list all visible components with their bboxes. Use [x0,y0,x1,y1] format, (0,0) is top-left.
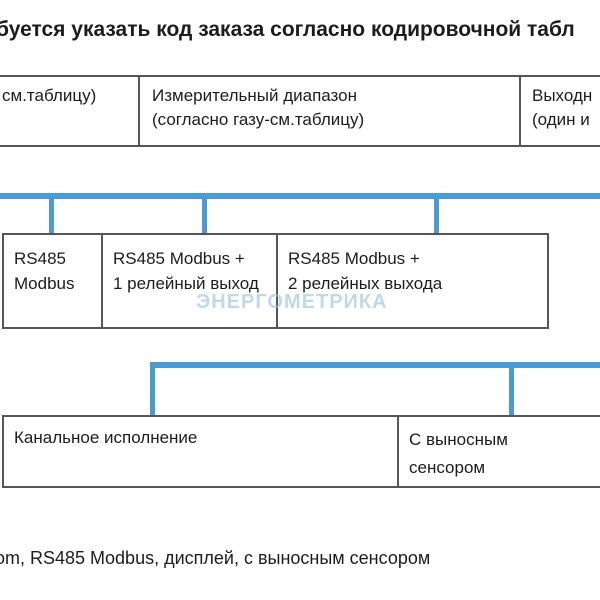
table1-cell-range: Измерительный диапазон (согласно газу-см… [152,84,364,132]
table3-divider [397,415,399,488]
table1-cell-range-line2: (согласно газу-см.таблицу) [152,110,365,129]
table2-cell-two-relays-line1: RS485 Modbus + [288,249,420,268]
table2-cell-one-relay-line1: RS485 Modbus + [113,249,245,268]
table1-cell-output: Выходн (один и [532,84,592,132]
table2-bottom-border [2,327,549,329]
table3-cell-remote-sensor-line2: сенсором [409,458,486,477]
table1-cell-gas: см.таблицу) [2,86,97,105]
table3-left-border [2,415,4,488]
watermark: ЭНЕРГОМЕТРИКА [196,291,388,313]
table3-bottom-border [2,486,600,488]
table1-cell-output-line2: (один и [532,110,590,129]
table1-divider-1 [138,75,140,147]
table1-bottom-border [0,145,600,147]
connector1-stub-1 [49,199,54,233]
table1-top-border [0,75,600,77]
table2-top-border [2,233,549,235]
page-title: буется указать код заказа согласно кодир… [0,18,575,41]
table2-divider-1 [101,233,103,329]
table2-left-border [2,233,4,329]
table2-cell-one-relay: RS485 Modbus + 1 релейный выход [113,246,259,296]
connector2-stub-left [150,362,155,415]
table2-cell-rs485: RS485 Modbus [14,246,74,296]
table2-cell-one-relay-line2: 1 релейный выход [113,274,259,293]
table3-cell-remote-sensor: С выносным сенсором [409,426,508,482]
connector2-horizontal-line [150,362,600,368]
connector1-stub-3 [434,199,439,233]
table2-right-border [547,233,549,329]
table2-cell-two-relays: RS485 Modbus + 2 релейных выхода [288,246,442,296]
connector1-stub-2 [202,199,207,233]
connector1-horizontal-line [0,193,600,199]
table3-top-border [2,415,600,417]
connector2-stub-right [509,368,514,415]
table2-cell-rs485-line1: RS485 [14,249,66,268]
table1-divider-2 [519,75,521,147]
table3-cell-duct: Канальное исполнение [14,428,198,447]
table3-cell-remote-sensor-line1: С выносным [409,430,508,449]
footer-example-text: om, RS485 Modbus, дисплей, с выносным се… [0,548,431,568]
table1-cell-range-line1: Измерительный диапазон [152,86,357,105]
table2-cell-rs485-line2: Modbus [14,274,75,293]
table2-cell-two-relays-line2: 2 релейных выхода [288,274,443,293]
table1-cell-output-line1: Выходн [532,86,593,105]
table2-divider-2 [276,233,278,329]
